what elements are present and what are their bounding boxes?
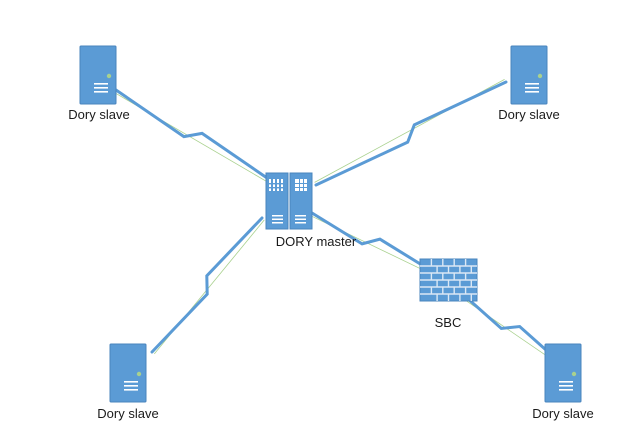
link-master-slave-top-right: [314, 79, 508, 187]
node-label: Dory slave: [97, 406, 158, 421]
node-label: Dory slave: [532, 406, 593, 421]
server-icon: [544, 343, 582, 403]
node-label: Dory slave: [68, 107, 129, 122]
sbc-firewall[interactable]: SBC: [419, 258, 478, 330]
slave-server-bottom-left[interactable]: Dory slave: [97, 343, 159, 421]
slave-server-top-left[interactable]: Dory slave: [68, 45, 130, 122]
link-sbc-slave-bottom-right: [464, 295, 557, 361]
links: [114, 79, 557, 361]
node-label: DORY master: [276, 234, 357, 249]
server-icon: [510, 45, 548, 105]
node-label: SBC: [435, 315, 462, 330]
firewall-icon: [419, 258, 478, 302]
slave-server-bottom-right[interactable]: Dory slave: [532, 343, 594, 421]
server-icon: [109, 343, 147, 403]
server-icon: [79, 45, 117, 105]
link-master-slave-top-left: [114, 88, 272, 183]
slave-server-top-right[interactable]: Dory slave: [498, 45, 560, 122]
node-label: Dory slave: [498, 107, 559, 122]
link-master-sbc: [310, 211, 432, 274]
master-server[interactable]: DORY master: [265, 172, 357, 249]
master-server-icon: [265, 172, 313, 230]
link-master-slave-bottom-left: [150, 216, 265, 355]
